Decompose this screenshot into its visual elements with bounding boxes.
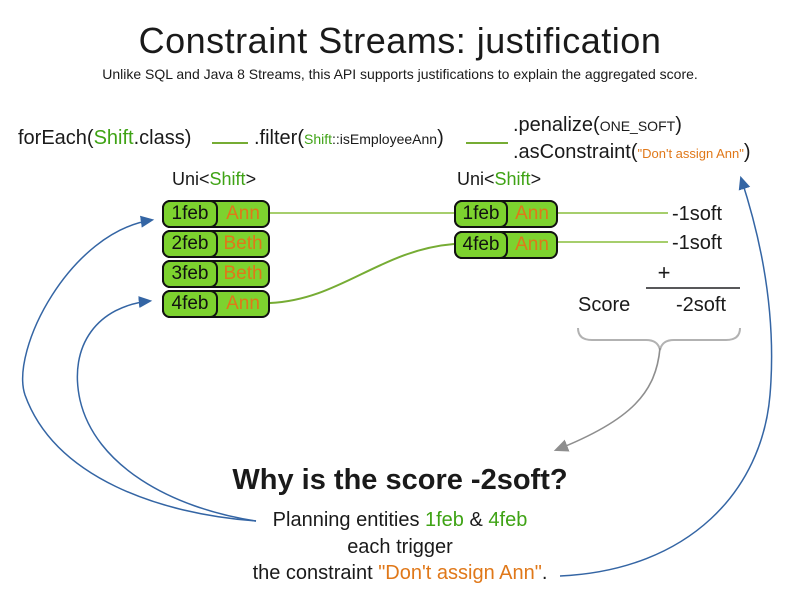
explanation-constraint: "Don't assign Ann" [378, 562, 542, 584]
table-row: 1feb Ann [454, 200, 558, 228]
uni-right-type: Shift [494, 169, 531, 189]
code-foreach: forEach(Shift.class) [18, 127, 191, 150]
uni-left-type: Shift [209, 169, 246, 189]
explanation-line3-suffix: . [541, 562, 548, 584]
plus-sign: + [657, 260, 671, 285]
employee-cell: Ann [226, 203, 260, 224]
explanation-line-3: the constraint "Don't assign Ann". [0, 562, 800, 585]
date-cell: 3feb [162, 260, 218, 288]
table-row: 1feb Ann [162, 200, 270, 228]
table-row: 4feb Ann [454, 231, 558, 259]
code-asconstraint-arg: "Don't assign Ann" [637, 146, 744, 161]
code-penalize-arg: ONE_SOFT [599, 118, 676, 134]
uni-shift-label-left: Uni<Shift> [172, 169, 256, 190]
code-penalize: .penalize(ONE_SOFT) [513, 114, 682, 137]
employee-cell: Beth [223, 263, 263, 284]
table-row: 3feb Beth [162, 260, 270, 288]
score-label: Score [578, 294, 631, 316]
arrow-score-to-why [553, 347, 661, 452]
score-brace [577, 327, 741, 351]
explanation-entity2: 4feb [488, 509, 528, 531]
employee-cell: Ann [226, 293, 260, 314]
slide-title: Constraint Streams: justification [138, 20, 662, 61]
code-asconstraint-prefix: .asConstraint( [513, 141, 638, 163]
code-filter: .filter(Shift::isEmployeeAnn) [254, 127, 444, 150]
match-weight-1: -1soft [672, 203, 723, 225]
employee-cell: Ann [515, 203, 549, 224]
slide-subtitle: Unlike SQL and Java 8 Streams, this API … [102, 66, 698, 82]
employee-cell: Beth [223, 233, 263, 254]
code-filter-suffix: ) [437, 127, 444, 149]
date-cell: 1feb [162, 200, 218, 228]
explanation-line3-prefix: the constraint [252, 562, 379, 584]
code-foreach-prefix: forEach( [18, 127, 94, 149]
uni-shift-label-right: Uni<Shift> [457, 169, 541, 190]
code-asconstraint-suffix: ) [743, 141, 751, 163]
code-filter-class: Shift [304, 131, 333, 147]
code-asconstraint: .asConstraint("Don't assign Ann") [513, 141, 751, 164]
code-filter-prefix: .filter( [254, 127, 304, 149]
table-row: 2feb Beth [162, 230, 270, 258]
uni-left-pre: Uni< [172, 169, 210, 189]
code-penalize-prefix: .penalize( [513, 114, 600, 136]
explanation-entity1: 1feb [425, 509, 464, 531]
employee-cell: Ann [515, 234, 549, 255]
table-row: 4feb Ann [162, 290, 270, 318]
why-heading: Why is the score -2soft? [232, 464, 568, 496]
score-value: -2soft [676, 294, 727, 316]
sum-divider [646, 287, 740, 289]
code-penalize-suffix: ) [675, 114, 682, 136]
connector-4feb-rows [269, 243, 455, 304]
code-foreach-class: Shift [93, 127, 134, 149]
date-cell: 2feb [162, 230, 218, 258]
uni-left-post: > [245, 169, 257, 189]
explanation-line1-prefix: Planning entities [272, 509, 425, 531]
date-cell: 4feb [454, 231, 508, 259]
explanation-line-1: Planning entities 1feb & 4feb [0, 509, 800, 532]
date-cell: 1feb [454, 200, 508, 228]
code-foreach-suffix: .class) [133, 127, 192, 149]
code-filter-method: ::isEmployeeAnn [332, 131, 438, 147]
uni-right-post: > [530, 169, 542, 189]
explanation-joiner: & [463, 509, 489, 531]
explanation-line-2: each trigger [347, 536, 453, 558]
uni-right-pre: Uni< [457, 169, 495, 189]
date-cell: 4feb [162, 290, 218, 318]
match-weight-2: -1soft [672, 232, 723, 254]
